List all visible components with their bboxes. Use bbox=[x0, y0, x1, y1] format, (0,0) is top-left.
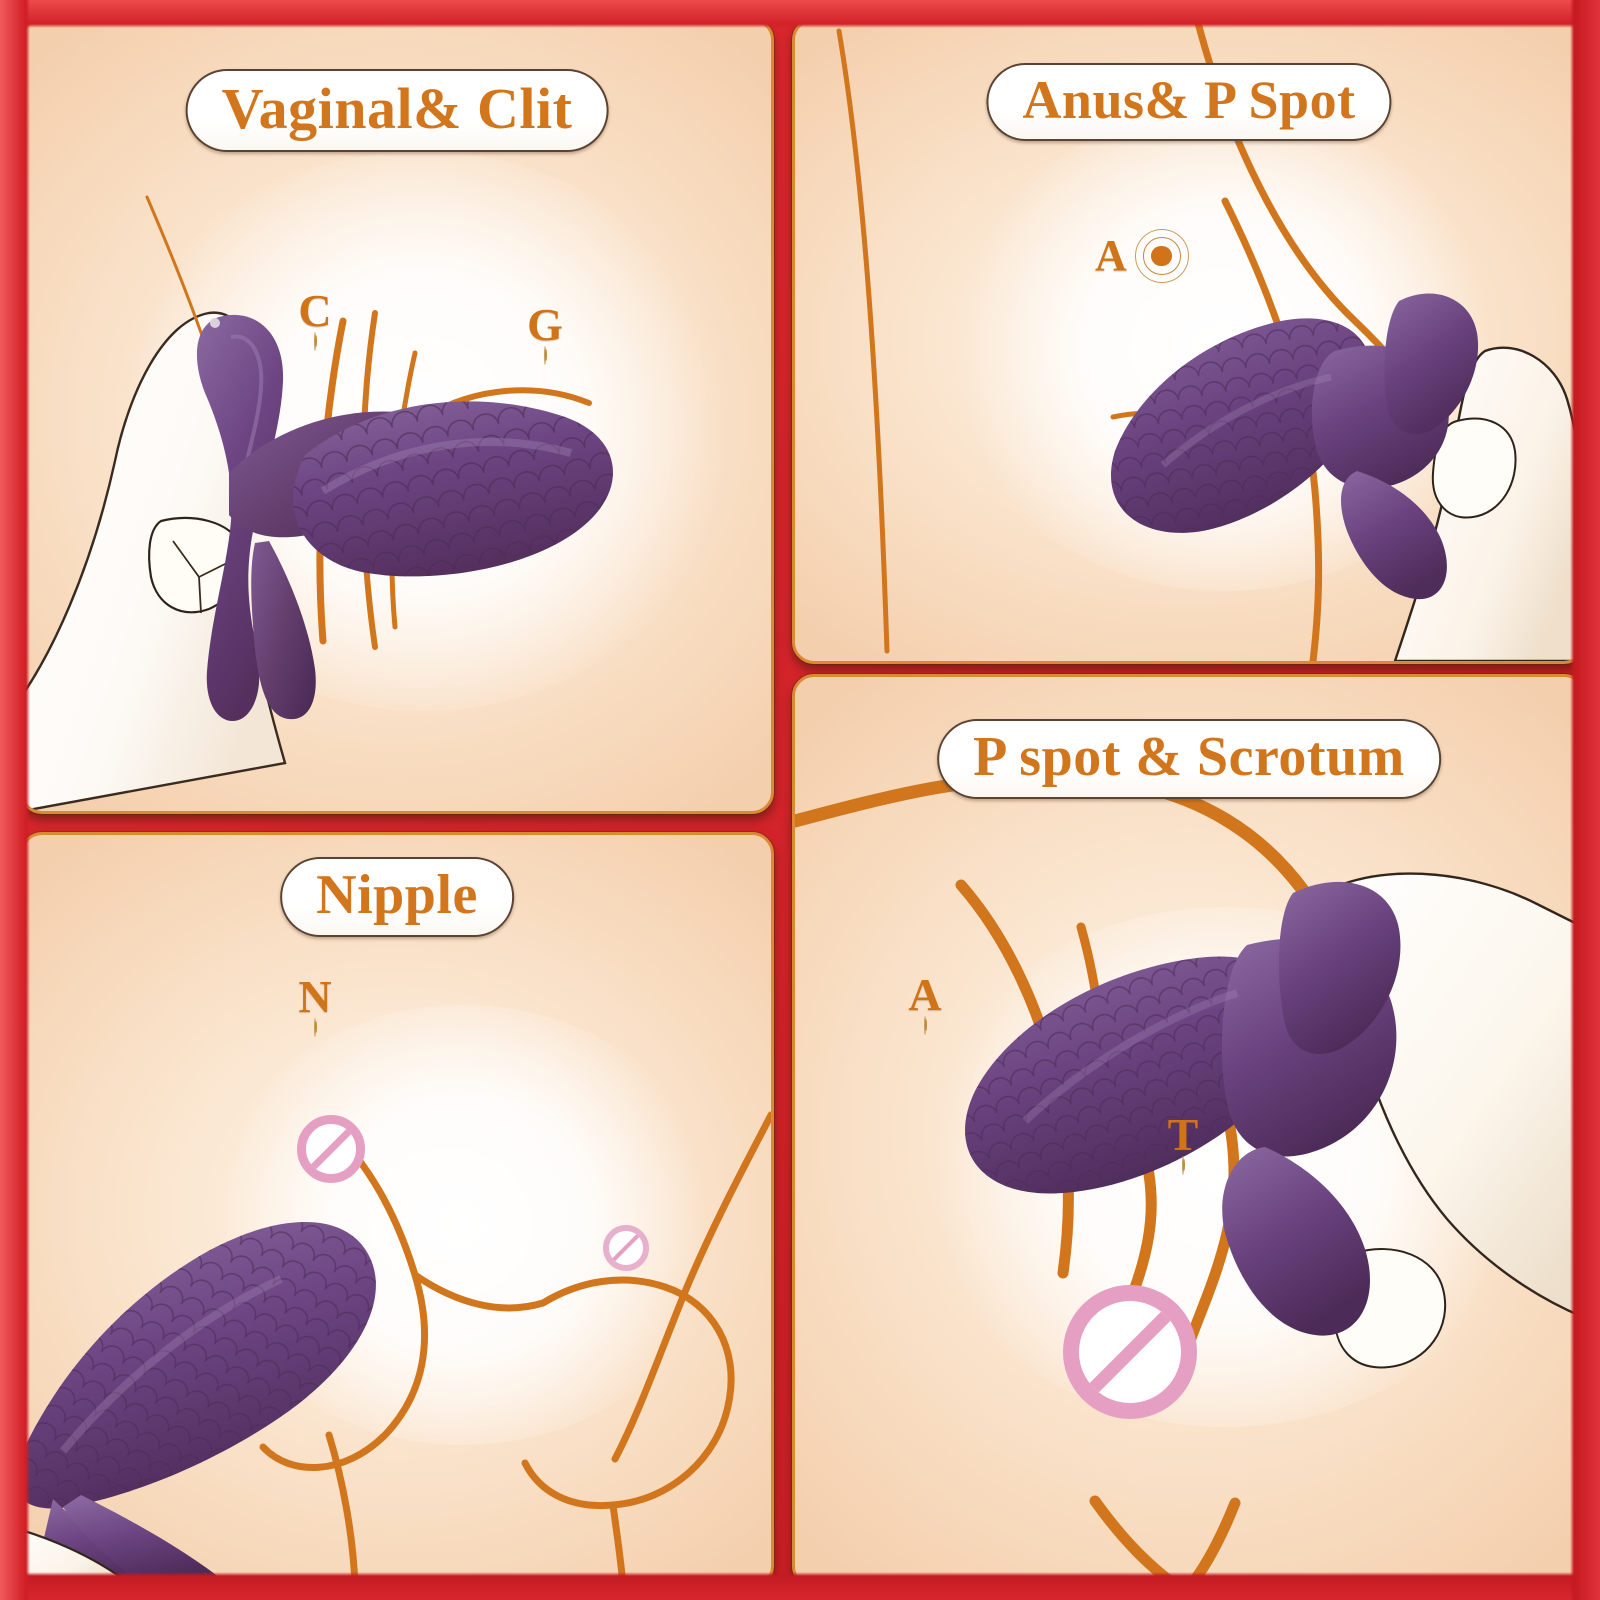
marker-nipple: N bbox=[275, 971, 355, 1037]
marker-letter: C bbox=[298, 285, 332, 336]
panel-title: P spot & Scrotum bbox=[937, 719, 1441, 799]
illustration-nipple bbox=[23, 835, 771, 1585]
target-rings-icon bbox=[544, 345, 546, 365]
marker-letter: T bbox=[1167, 1109, 1199, 1160]
marker-anus: A bbox=[885, 969, 965, 1035]
target-rings-icon bbox=[924, 1015, 926, 1035]
marker-clitoris: C bbox=[275, 285, 355, 351]
target-rings-icon bbox=[1182, 1155, 1184, 1175]
panel-nipple: Nipple N bbox=[20, 832, 774, 1588]
panel-anus-pspot: Anus& P Spot A bbox=[792, 18, 1586, 664]
marker-letter: A bbox=[908, 969, 942, 1020]
panel-title: Vaginal& Clit bbox=[185, 69, 609, 152]
target-rings-icon bbox=[314, 1017, 316, 1037]
panel-title: Anus& P Spot bbox=[986, 63, 1392, 141]
censor-badge bbox=[297, 1115, 365, 1183]
panel-title: Nipple bbox=[280, 857, 514, 937]
marker-testicles: T bbox=[1143, 1109, 1223, 1175]
panel-pspot-scrotum: P spot & Scrotum A T bbox=[792, 674, 1586, 1588]
censor-badge bbox=[603, 1225, 649, 1271]
marker-g-spot: G bbox=[505, 299, 585, 365]
target-rings-icon bbox=[314, 331, 316, 351]
marker-letter: G bbox=[527, 299, 563, 350]
marker-letter: N bbox=[298, 971, 332, 1022]
panel-vaginal-clit: Vaginal& Clit C G bbox=[20, 18, 774, 814]
target-rings-icon bbox=[1134, 229, 1189, 283]
marker-letter: A bbox=[1095, 231, 1127, 281]
marker-anus: A bbox=[1095, 229, 1189, 283]
censor-badge bbox=[1063, 1285, 1197, 1419]
